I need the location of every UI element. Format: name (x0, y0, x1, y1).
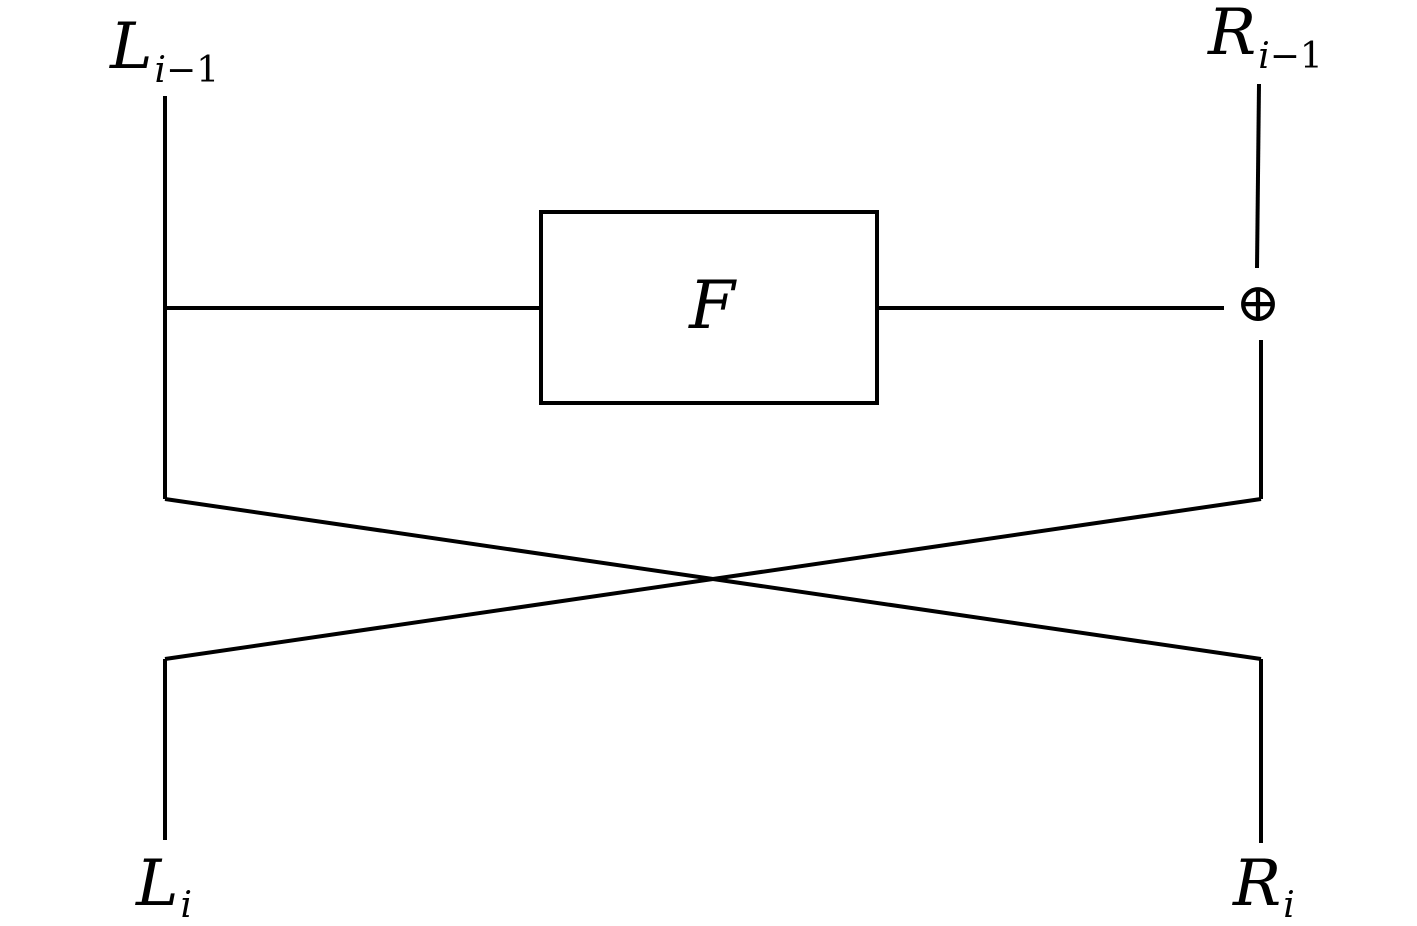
crossover-right-to-left (164, 497, 1262, 661)
xor-icon: ⊕ (1235, 271, 1280, 334)
input-left-label: Li−1 (109, 10, 219, 91)
output-right-label: Ri (1232, 847, 1295, 926)
right-input-wire (1255, 83, 1261, 269)
output-left-label: Li (135, 847, 192, 926)
input-right-label: Ri−1 (1207, 0, 1323, 77)
round-function-label: F (688, 267, 737, 344)
